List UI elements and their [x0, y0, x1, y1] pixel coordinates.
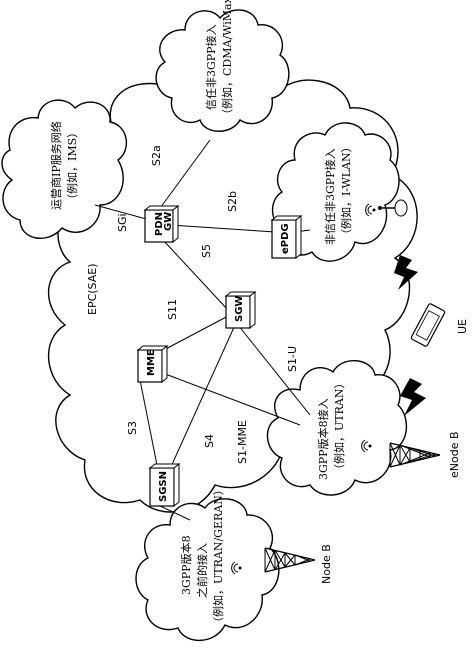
trusted-non3gpp-cloud — [155, 9, 290, 132]
prerel8-line3: （例如，UTRAN/GERAN） — [211, 484, 225, 628]
rel8-line1: 3GPP版本8接入 — [316, 398, 330, 480]
antenna-icon-rel8 — [361, 439, 372, 453]
cloud-texts: 运营商IP服务网络 （例如，IMS） 信任非3GPP接入 （例如，CDMA/Wi… — [49, 0, 353, 628]
ue-phone-icon — [410, 303, 446, 347]
link-s2b — [169, 224, 276, 233]
link-s1u — [237, 324, 311, 416]
epdg-node: ePDG — [270, 214, 303, 260]
rel8-line2: （例如，UTRAN） — [332, 378, 346, 475]
pdn-gw-label-2: GW — [163, 212, 174, 231]
s5-label: S5 — [200, 244, 213, 258]
nodeb-tower-icon — [264, 547, 316, 573]
link-sgsn-prerel8 — [157, 504, 191, 521]
s2a-label: S2a — [150, 145, 163, 166]
antenna-icon-prerel8 — [231, 561, 242, 575]
enodeb-tower-icon — [389, 442, 441, 468]
epdg-label: ePDG — [280, 223, 291, 254]
nodeb-label: Node B — [320, 544, 333, 584]
sgw-node: SGW — [224, 290, 257, 330]
interface-labels: SGi S2a S2b S5 S11 S1-U S1-MME S3 S4 EPC… — [86, 145, 299, 464]
links — [94, 139, 311, 521]
pdn-gw-label-1: PDN — [154, 212, 165, 236]
sgw-label: SGW — [234, 296, 245, 322]
operator-ip-cloud — [1, 99, 128, 239]
s1u-label: S1-U — [286, 346, 299, 372]
untrusted-line2: （例如，I-WLAN） — [339, 141, 353, 240]
mme-node: MME — [136, 344, 169, 384]
untrusted-non3gpp-cloud — [271, 122, 400, 262]
rel8-access-cloud — [266, 359, 408, 496]
link-s3 — [139, 379, 158, 466]
s11-label: S11 — [166, 299, 179, 320]
s1mme-label: S1-MME — [236, 420, 249, 464]
untrusted-line1: 非信任非3GPP接入 — [324, 148, 337, 245]
prerel8-line2: 之前的接入 — [195, 543, 209, 598]
operator-ip-line1: 运营商IP服务网络 — [49, 121, 63, 210]
s2b-label: S2b — [226, 191, 239, 212]
wlan-access-point-icon — [378, 199, 408, 217]
operator-ip-line2: （例如，IMS） — [65, 127, 79, 205]
link-s4 — [164, 324, 236, 481]
s4-label: S4 — [203, 434, 216, 448]
wireless-link-icon-1 — [394, 255, 418, 290]
mme-label: MME — [146, 349, 157, 376]
wireless-link-icon-2 — [400, 378, 426, 416]
prerel8-line1: 3GPP版本8 — [179, 535, 193, 595]
pre-rel8-access-cloud — [135, 498, 280, 642]
link-s5 — [162, 239, 229, 311]
sgsn-node: SGSN — [148, 462, 181, 508]
s3-label: S3 — [126, 421, 139, 435]
trusted-line1: 信任非3GPP接入 — [205, 24, 218, 110]
sgi-label: SGi — [116, 213, 129, 232]
sgsn-label: SGSN — [158, 471, 169, 502]
link-sgi — [94, 204, 151, 221]
pdn-gw-node: PDN GW — [143, 204, 180, 244]
trusted-line2: （例如，CDMA/WiMax） — [220, 0, 234, 120]
antenna-icon-untrusted — [365, 203, 376, 217]
enodeb-label: eNode B — [448, 431, 461, 478]
link-s1mme — [159, 371, 301, 426]
ue-label: UE — [456, 319, 469, 334]
link-s11 — [159, 314, 231, 353]
epc-label: EPC(SAE) — [86, 263, 99, 315]
link-s2a — [154, 139, 211, 216]
